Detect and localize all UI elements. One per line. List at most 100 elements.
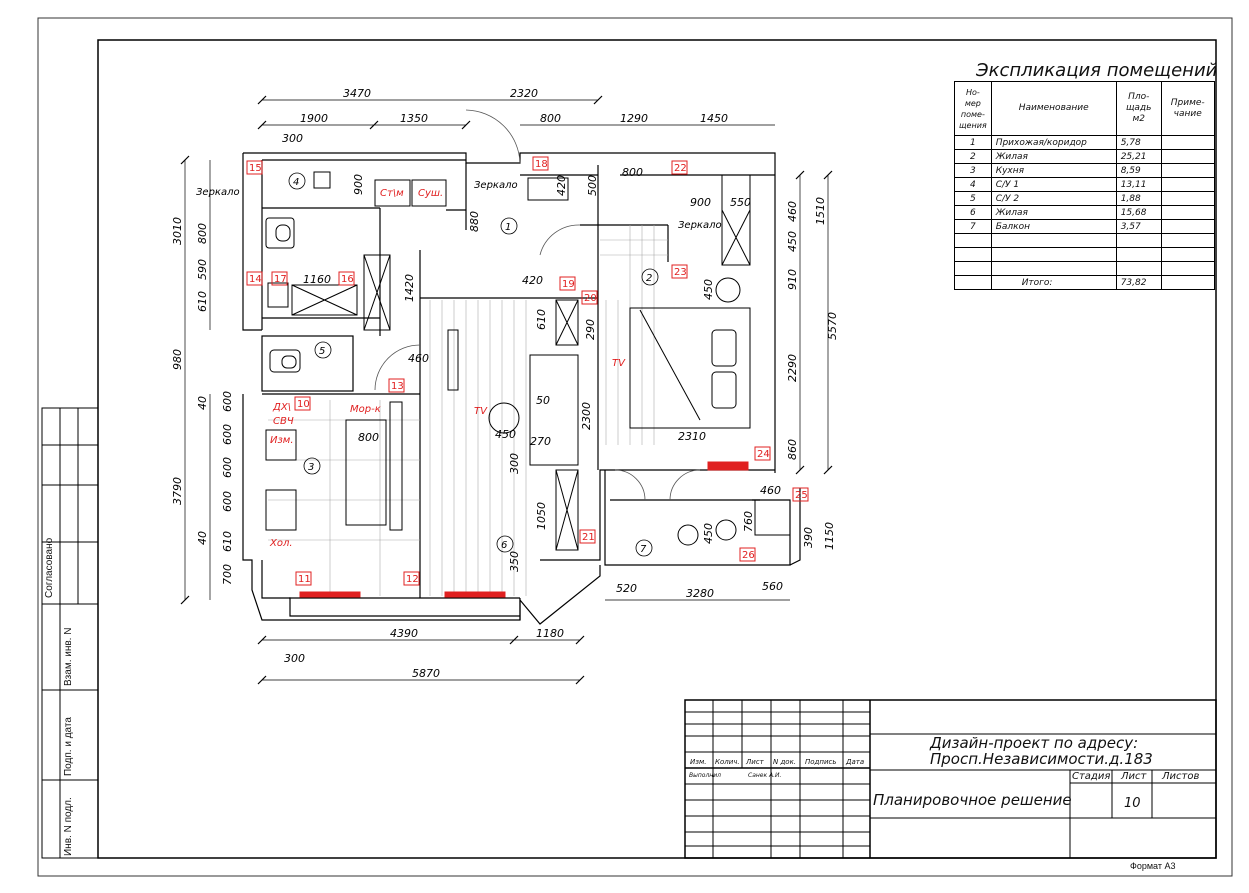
dim-left-600b: 600 [221,424,234,445]
table-row-empty [954,261,1215,276]
side-label-inv-vzam: Взам. инв. N [63,627,74,686]
dimension-ticks [180,95,833,685]
dim-bottom-3280: 3280 [686,587,714,600]
dim-inner-880: 880 [468,211,481,232]
table-row: 3 Кухня 8,59 [954,163,1215,178]
row-note [1160,177,1215,192]
tb-col-list: Лист [746,758,764,766]
dim-bottom-5870: 5870 [412,667,440,680]
dim-left-700: 700 [221,564,234,585]
dim-inner-450-bath: 450 [702,279,715,300]
label-fridge: Хол. [269,538,293,549]
door-swings [374,109,701,501]
tb-sheet-title: Планировочное решение [873,791,1072,809]
row-num: 5 [954,191,992,206]
dim-inner-50: 50 [536,394,550,407]
marker-21: 21 [582,532,595,543]
dim-inner-270: 270 [530,435,551,448]
dim-bottom-4390: 4390 [390,627,418,640]
dim-left-40a: 40 [196,396,209,410]
marker-24: 24 [757,449,770,460]
row-num: 7 [954,219,992,234]
dim-right-1510: 1510 [814,197,827,225]
dim-inner-450-table: 450 [495,428,516,441]
dim-bottom-520: 520 [616,582,637,595]
marker-26: 26 [742,550,755,561]
label-mirror-1: Зеркало [196,187,240,198]
row-name: С/У 1 [990,177,1117,192]
room-number-3: 3 [308,462,314,473]
dim-right-460: 460 [786,201,799,222]
dim-top-1450: 1450 [700,112,728,125]
total-value: 73,82 [1115,275,1162,290]
tb-col-podp: Подпись [805,758,837,766]
marker-18: 18 [535,159,548,170]
marker-19: 19 [562,279,575,290]
explication-table: Но- мер поме- щения Наименование Пло- ща… [954,81,1215,290]
explication-title: Экспликация помещений [976,60,1218,81]
marker-17: 17 [274,274,287,285]
dim-left-600a: 600 [221,391,234,412]
row-note [1160,205,1215,220]
dim-left-800: 800 [196,223,209,244]
floor-hatch [268,225,668,596]
dim-inner-1050: 1050 [535,502,548,530]
total-label: Итого: [990,275,1117,290]
marker-11: 11 [298,574,311,585]
dim-inner-800-bed: 800 [622,166,643,179]
dim-inner-2310: 2310 [678,430,706,443]
dim-top-3470: 3470 [343,87,371,100]
dim-left-3790: 3790 [171,477,184,505]
row-area: 5,78 [1115,135,1162,150]
table-row-empty [954,233,1215,248]
dim-left-600d: 600 [221,491,234,512]
tb-performed: Выполнил [689,772,721,779]
dim-inner-900-bath: 900 [690,196,711,209]
dim-inner-500: 500 [586,175,599,196]
table-row: 6 Жилая 15,68 [954,205,1215,220]
dim-left-600c: 600 [221,457,234,478]
row-area: 25,21 [1115,149,1162,164]
furniture [265,171,791,598]
marker-12: 12 [406,574,419,585]
marker-16: 16 [341,274,354,285]
side-stamp-grid [41,407,99,859]
table-row: 5 С/У 2 1,88 [954,191,1215,206]
row-area: 1,88 [1115,191,1162,206]
marker-10: 10 [297,399,310,410]
marker-13: 13 [391,381,404,392]
marker-14: 14 [249,274,262,285]
room-number-6: 6 [501,540,507,551]
marker-20: 20 [584,293,597,304]
row-note [1160,219,1215,234]
label-tv-1: TV [474,406,488,417]
dim-inner-420-top: 420 [555,175,568,196]
dim-right-910: 910 [786,269,799,290]
header-name: Наименование [990,81,1117,136]
dim-inner-1420: 1420 [403,274,416,302]
dimension-lines [184,99,829,681]
row-note [1160,163,1215,178]
dim-left-610b: 610 [221,531,234,552]
header-note: Приме- чание [1160,81,1215,136]
label-mirror-3: Зеркало [678,220,722,231]
dim-top-800: 800 [540,112,561,125]
label-mirror-2: Зеркало [474,180,518,191]
row-area: 3,57 [1115,219,1162,234]
label-tv-2: TV [612,358,626,369]
row-num: 4 [954,177,992,192]
tb-col-data: Дата [846,758,865,766]
dim-left-980: 980 [171,349,184,370]
label-microwave-1: ДХ\ [272,402,291,413]
table-row-empty [954,247,1215,262]
tb-performer: Санек А.И. [748,772,782,779]
row-area: 13,11 [1115,177,1162,192]
header-area: Пло- щадь м2 [1115,81,1162,136]
row-num: 1 [954,135,992,150]
marker-22: 22 [674,163,687,174]
dim-left-610: 610 [196,291,209,312]
marker-15: 15 [249,163,262,174]
row-num: 2 [954,149,992,164]
tb-col-kol: Колич. [715,758,740,766]
